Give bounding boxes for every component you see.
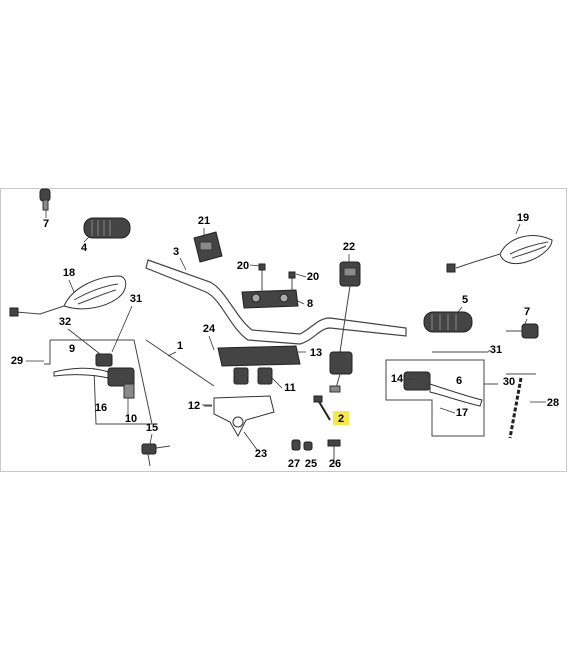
callout-labels: 7 4 21 3 19 22 20 20 18 31 8 5 7 32 24 1 13 31 29 9 14 6 30 11 1… bbox=[11, 212, 559, 470]
callout-c17: 17 bbox=[456, 407, 468, 419]
callout-c7b: 7 bbox=[524, 306, 530, 318]
right-grip[interactable] bbox=[423, 311, 473, 333]
callout-c2: 2 bbox=[338, 413, 344, 425]
callout-c26: 26 bbox=[329, 458, 341, 470]
handlebar[interactable] bbox=[145, 259, 407, 345]
upper-clamp[interactable] bbox=[241, 289, 299, 309]
bar-end-right[interactable] bbox=[506, 323, 539, 339]
left-grip[interactable] bbox=[83, 217, 131, 239]
clamp-bolts[interactable] bbox=[258, 263, 296, 292]
callout-c15: 15 bbox=[146, 422, 158, 434]
throttle-cable[interactable] bbox=[432, 351, 536, 439]
callout-c11: 11 bbox=[284, 382, 296, 394]
callout-c18: 18 bbox=[63, 267, 75, 279]
left-brake-lever[interactable] bbox=[53, 353, 135, 399]
lower-clamp[interactable] bbox=[217, 345, 301, 385]
callout-c14: 14 bbox=[391, 373, 404, 385]
callout-c12: 12 bbox=[188, 400, 200, 412]
callout-c29: 29 bbox=[11, 355, 23, 367]
callout-c28: 28 bbox=[547, 397, 559, 409]
right-mirror[interactable] bbox=[446, 235, 553, 273]
callout-c31b: 31 bbox=[490, 344, 502, 356]
throttle-assembly[interactable] bbox=[329, 351, 353, 393]
right-lever-box bbox=[385, 359, 498, 437]
callout-c1: 1 bbox=[177, 340, 183, 352]
callout-c27: 27 bbox=[288, 458, 300, 470]
left-switch-housing[interactable] bbox=[193, 231, 223, 263]
callout-c21: 21 bbox=[198, 215, 210, 227]
callout-c30: 30 bbox=[503, 376, 515, 388]
callout-c4: 4 bbox=[81, 242, 88, 254]
right-brake-lever[interactable] bbox=[403, 371, 483, 407]
callout-c9: 9 bbox=[69, 343, 75, 355]
part-2-bolt[interactable] bbox=[313, 395, 331, 421]
callout-c5: 5 bbox=[462, 294, 468, 306]
callout-c16: 16 bbox=[95, 402, 107, 414]
callout-c3: 3 bbox=[173, 246, 179, 258]
bar-end-left[interactable] bbox=[39, 188, 51, 211]
highlight-marker bbox=[333, 411, 349, 425]
callout-c24: 24 bbox=[203, 323, 216, 335]
callout-c31a: 31 bbox=[130, 293, 142, 305]
stop-switch[interactable] bbox=[141, 443, 171, 467]
spacer-bushings[interactable] bbox=[291, 439, 341, 464]
callout-c10: 10 bbox=[125, 413, 137, 425]
left-mirror[interactable] bbox=[9, 275, 127, 317]
leader-lines bbox=[26, 210, 546, 452]
left-lever-box bbox=[44, 339, 153, 425]
callout-c6: 6 bbox=[456, 375, 462, 387]
callout-c22: 22 bbox=[343, 241, 355, 253]
right-switch-housing[interactable] bbox=[339, 261, 361, 353]
callout-c20b: 20 bbox=[307, 271, 319, 283]
callout-c25: 25 bbox=[305, 458, 317, 470]
center-bracket[interactable] bbox=[204, 395, 275, 438]
callout-c20a: 20 bbox=[237, 260, 249, 272]
callout-c32: 32 bbox=[59, 316, 71, 328]
callout-c19: 19 bbox=[517, 212, 529, 224]
callout-c23: 23 bbox=[255, 448, 267, 460]
brake-hose[interactable] bbox=[145, 339, 215, 387]
callout-c8: 8 bbox=[307, 298, 313, 310]
callout-c13: 13 bbox=[310, 347, 322, 359]
callout-c7a: 7 bbox=[43, 218, 49, 230]
